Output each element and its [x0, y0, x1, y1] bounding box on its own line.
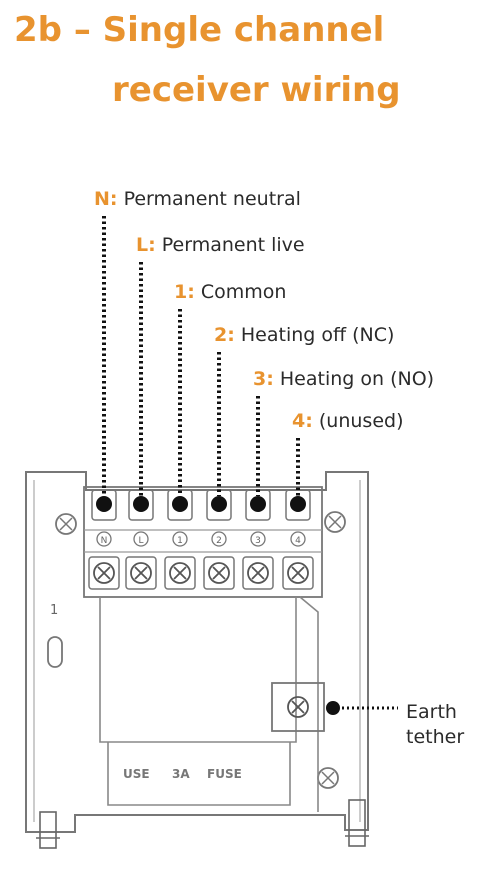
mount-screw-top-left	[55, 513, 77, 535]
terminal-screw-housing	[242, 556, 274, 590]
label-terminal-2: 2: Heating off (NC)	[214, 324, 395, 346]
terminal-screw-housing	[164, 556, 196, 590]
terminal-mark-text: L	[138, 536, 143, 546]
terminal-screw-cross	[134, 566, 148, 580]
terminal-mark-circle	[172, 531, 188, 547]
terminal-screw	[247, 562, 269, 584]
title-line-1: 2b – Single channel	[14, 10, 385, 50]
earth-label-line-2: tether	[406, 726, 465, 748]
terminal-l: L	[125, 489, 157, 590]
terminal-screw	[93, 562, 115, 584]
label-key: 3	[253, 368, 267, 390]
terminal-1: 1	[164, 489, 196, 590]
terminal-screw-housing	[125, 556, 157, 590]
back-plate-outline	[25, 471, 369, 833]
fuse-text-rating: 3A	[172, 767, 190, 781]
earth-tether-dot	[326, 701, 340, 715]
label-desc: Heating off (NC)	[240, 324, 395, 346]
leader-dot-2	[211, 496, 227, 512]
terminal-mark-text: 1	[177, 536, 183, 546]
title-line-2: receiver wiring	[112, 70, 401, 110]
label-key: 2	[214, 324, 228, 346]
earth-clamp-screw	[287, 696, 309, 718]
label-key: L	[136, 234, 149, 256]
leader-dot-1	[172, 496, 188, 512]
terminal-mark-circle	[96, 531, 112, 547]
bottom-screw-left	[39, 811, 57, 849]
label-desc: Permanent live	[161, 234, 305, 256]
label-desc: (unused)	[318, 410, 404, 432]
terminal-screw	[287, 562, 309, 584]
leader-dot-4	[290, 496, 306, 512]
terminal-screw-cross	[251, 566, 265, 580]
label-terminal-3: 3: Heating on (NO)	[253, 368, 435, 390]
leader-dot-n	[96, 496, 112, 512]
side-mark: 1	[50, 603, 58, 618]
leader-dot-l	[133, 496, 149, 512]
label-terminal-4: 4: (unused)	[292, 410, 404, 432]
terminal-slot	[91, 489, 117, 521]
leader-dot-3	[250, 496, 266, 512]
terminal-mark-text: 3	[255, 536, 261, 546]
label-terminal-l: L: Permanent live	[136, 234, 305, 256]
terminal-mark-circle	[211, 531, 227, 547]
back-plate-inner-edge	[33, 480, 361, 822]
terminal-screw	[130, 562, 152, 584]
earth-clamp	[271, 682, 325, 732]
side-slot	[47, 636, 63, 668]
terminal-slot	[167, 489, 193, 521]
label-terminal-1: 1: Common	[174, 281, 287, 303]
fuse-text-use: USE	[123, 767, 150, 781]
terminal-3: 3	[242, 489, 274, 590]
label-desc: Permanent neutral	[123, 188, 301, 210]
terminal-screw	[169, 562, 191, 584]
terminal-mark-text: 2	[216, 536, 222, 546]
earth-tether-label: Earth tether	[406, 700, 464, 750]
earth-label-line-1: Earth	[406, 701, 457, 723]
label-desc: Heating on (NO)	[279, 368, 435, 390]
label-key: 4	[292, 410, 306, 432]
terminal-2: 2	[203, 489, 235, 590]
terminal-mark-circle	[133, 531, 149, 547]
label-desc: Common	[200, 281, 287, 303]
terminal-mark-circle	[250, 531, 266, 547]
right-rail	[299, 596, 319, 812]
terminal-block	[83, 486, 323, 598]
bottom-screw-right	[348, 799, 366, 847]
label-terminal-n: N: Permanent neutral	[94, 188, 301, 210]
terminal-screw-housing	[282, 556, 314, 590]
mount-screw-top-right	[324, 511, 346, 533]
label-key: N	[94, 188, 110, 210]
lower-housing	[99, 597, 297, 743]
terminal-mark-circle	[290, 531, 306, 547]
fuse-holder	[107, 742, 291, 806]
label-key: 1	[174, 281, 188, 303]
terminal-n: N	[88, 489, 120, 590]
terminal-screw-cross	[173, 566, 187, 580]
terminal-screw-cross	[291, 566, 305, 580]
terminal-screw-housing	[88, 556, 120, 590]
terminal-screw-cross	[212, 566, 226, 580]
terminal-mark-text: 4	[295, 536, 301, 546]
fuse-text-fuse: FUSE	[207, 767, 242, 781]
terminal-screw-cross	[97, 566, 111, 580]
terminal-screw-housing	[203, 556, 235, 590]
terminal-mark-text: N	[101, 536, 108, 546]
terminal-4: 4	[282, 489, 314, 590]
terminal-screw	[208, 562, 230, 584]
